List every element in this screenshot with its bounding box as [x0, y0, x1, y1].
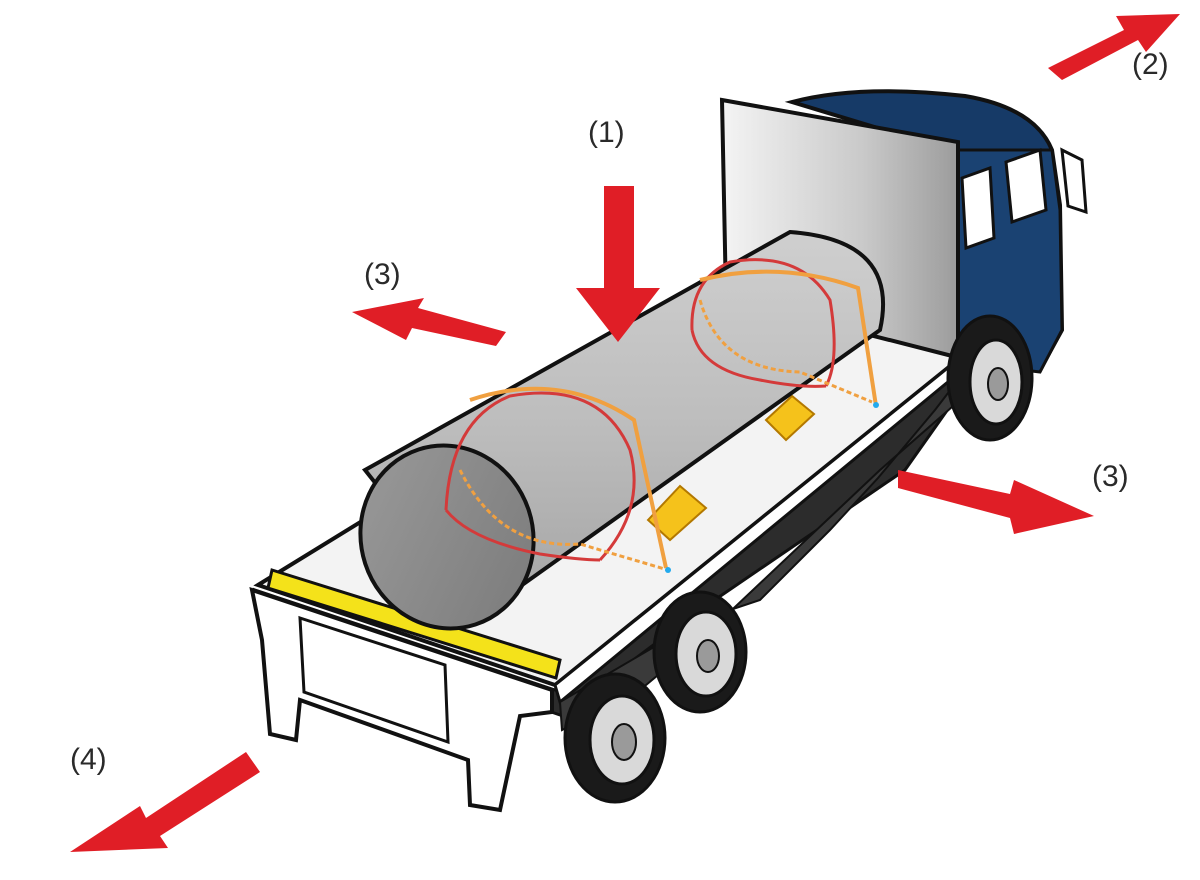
force-label-lateral-left: (3): [364, 258, 401, 291]
force-arrows: [70, 14, 1180, 852]
wheels: [563, 314, 1034, 804]
force-label-down: (1): [588, 116, 625, 149]
cylinder-load: [358, 229, 886, 631]
rear-bumper: [266, 568, 562, 680]
arrow-backward: [70, 752, 260, 852]
arrow-down: [576, 186, 660, 342]
force-label-lateral-right: (3): [1092, 460, 1129, 493]
arrow-forward: [1048, 14, 1180, 80]
rear-wheel-2: [652, 590, 748, 714]
front-wheel: [946, 314, 1034, 442]
wedge-chocks: [646, 394, 816, 542]
arrow-lateral-left: [352, 298, 506, 346]
chain-lashing-front: [690, 258, 878, 407]
arrow-lateral-right: [898, 470, 1094, 534]
rear-wheel-1: [563, 672, 667, 804]
chain-lashing-rear: [444, 386, 879, 573]
force-label-backward: (4): [70, 743, 107, 776]
force-label-forward: (2): [1132, 48, 1169, 81]
